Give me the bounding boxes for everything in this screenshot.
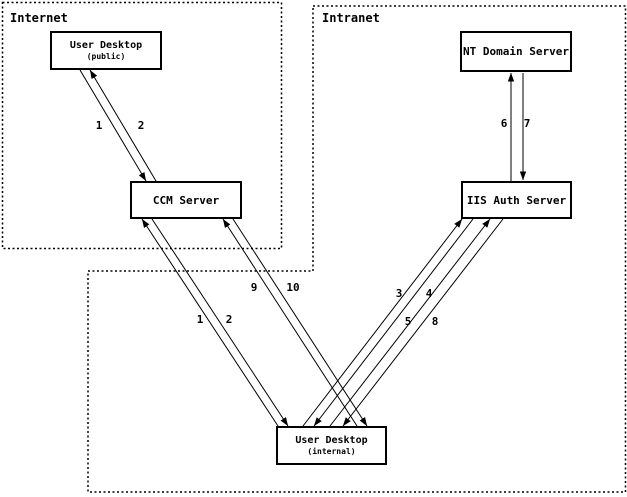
edge-label-8-iis-internal: 8 (431, 315, 439, 328)
node-ccm-server: CCM Server (130, 181, 242, 219)
node-title: User Desktop (69, 40, 143, 51)
edge-1-internal-to-ccm (141, 218, 279, 427)
edge-2-ccm-to-internal (151, 218, 289, 427)
edge-10-ccm-to-internal (232, 218, 368, 427)
node-title: NT Domain Server (463, 45, 569, 58)
node-user-desktop-internal: User Desktop (internal) (276, 426, 387, 465)
edge-label-2-ccm-public: 2 (137, 119, 145, 132)
edge-1-public-to-ccm (79, 69, 147, 182)
node-title: User Desktop (295, 435, 368, 446)
edge-label-2-ccm-internal: 2 (225, 313, 233, 326)
edge-label-1-public-ccm: 1 (95, 119, 103, 132)
edge-label-7-nt-iis: 7 (523, 117, 531, 130)
edge-label-10-ccm-internal: 10 (286, 281, 300, 294)
intranet-zone-border (87, 5, 627, 493)
node-nt-domain-server: NT Domain Server (460, 31, 572, 72)
edge-9-internal-to-ccm (222, 218, 358, 427)
node-user-desktop-public: User Desktop (public) (50, 31, 162, 70)
edge-label-1-internal-ccm: 1 (196, 313, 204, 326)
edge-label-9-internal-ccm: 9 (250, 281, 258, 294)
node-title: CCM Server (152, 193, 220, 207)
edge-label-5-internal-iis: 5 (404, 315, 412, 328)
edge-label-4-iis-internal: 4 (425, 287, 433, 300)
node-iis-auth-server: IIS Auth Server (461, 181, 572, 219)
edge-label-6-iis-nt: 6 (500, 117, 508, 130)
internet-zone-label: Internet (10, 11, 68, 25)
edge-4-iis-to-internal (313, 218, 474, 427)
intranet-zone-label: Intranet (322, 11, 380, 25)
node-title: IIS Auth Server (466, 193, 567, 207)
node-subtitle: (public) (86, 52, 126, 61)
edge-label-3-internal-iis: 3 (395, 287, 403, 300)
node-subtitle: (internal) (307, 447, 356, 456)
edge-8-iis-to-internal (342, 218, 504, 427)
